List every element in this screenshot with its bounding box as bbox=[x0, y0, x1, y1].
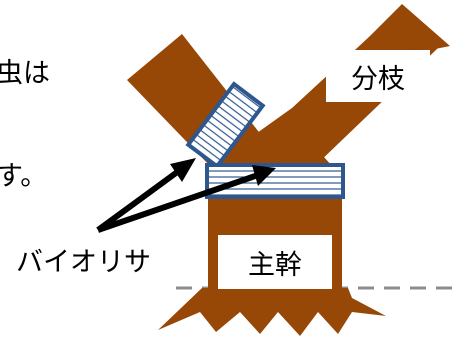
bioriser-band-trunk bbox=[205, 163, 345, 199]
trunk-label-box: 主幹 bbox=[218, 235, 332, 289]
branch-label-box: 分枝 bbox=[326, 50, 430, 102]
bioriser-label: バイオリサ bbox=[16, 247, 151, 278]
text-fragment-1: 虫は bbox=[0, 58, 50, 89]
trunk-label: 主幹 bbox=[248, 249, 302, 281]
branch-label: 分枝 bbox=[351, 63, 405, 95]
pointer-arrows bbox=[96, 158, 276, 233]
bioriser-band-branch bbox=[185, 81, 266, 170]
text-fragment-2: す。 bbox=[0, 161, 48, 192]
